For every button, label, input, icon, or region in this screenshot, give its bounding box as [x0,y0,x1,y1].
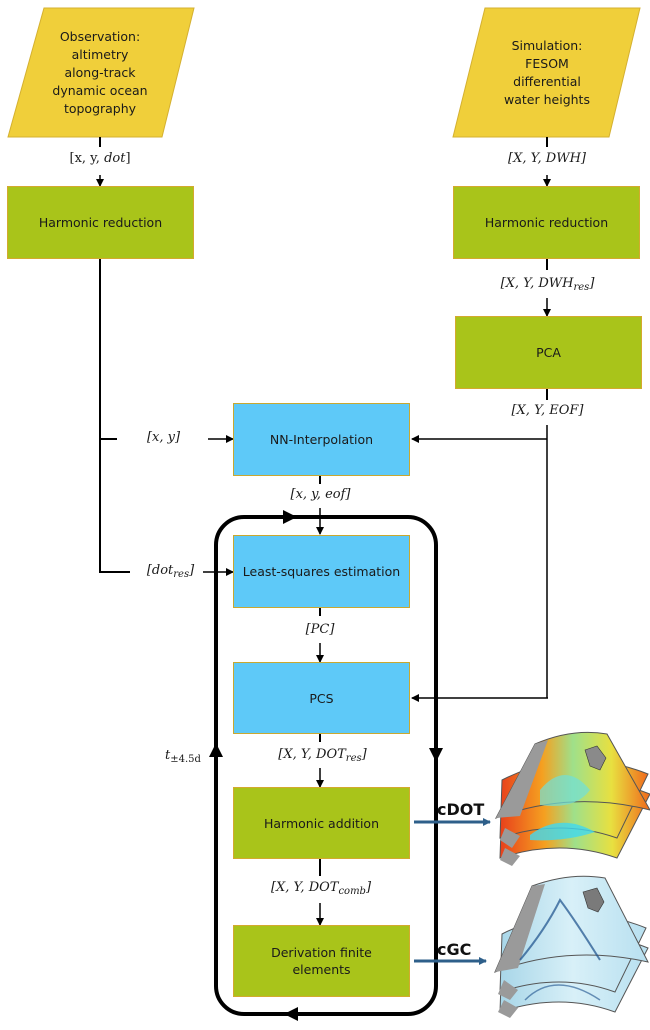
cdot-land-lower [500,828,520,866]
observation-line: altimetry [71,47,129,62]
label-XY-DWH-res: [X, Y, DWHres] [490,276,605,293]
simulation-line: differential [513,74,581,89]
label-sub: res [345,753,362,764]
box-label: PCS [309,690,334,706]
loop-arrow-top [283,510,297,524]
label-part: y [90,151,96,166]
harmonic-reduction-obs-box: Harmonic reduction [7,186,194,259]
label-sub: ±4.5d [170,754,201,765]
label-part: ] [365,880,372,895]
svalbard-island [582,887,605,913]
label-sub: res [573,282,590,293]
cgc-output-label: cGC [437,940,472,959]
cdot-map-stack [494,731,650,866]
label-xy-eof: [x, y, eof] [278,487,363,502]
label-sub: res [173,569,190,580]
label-xy: [x, y] [136,430,191,445]
box-label: elements [292,962,351,977]
simulation-input-shape [452,7,641,138]
box-label: Harmonic reduction [38,215,163,230]
label-XY-DWH: [X, Y, DWH] [497,151,597,166]
loop-arrow-right [429,748,443,762]
observation-line: along-track [64,65,136,80]
box-label: Least-squares estimation [242,564,401,579]
least-squares-box: Least-squares estimation [233,535,410,608]
box-label: PCA [536,345,561,360]
loop-arrow-left [209,743,223,757]
box-label: Harmonic addition [264,815,379,831]
observation-input-text: Observation: altimetry along-track dynam… [30,28,170,118]
observation-line: dynamic ocean [52,83,148,98]
observation-line: Observation: [59,29,141,44]
loop-arrow-bottom [284,1007,298,1021]
label-part: [X, Y, DWH [500,276,574,291]
cdot-land [496,740,548,818]
pcs-box: PCS [233,662,410,734]
label-part: [dot [146,563,174,578]
label-dot-res: [dotres] [138,563,203,580]
iteration-loop [214,515,438,1016]
cgc-current-line [519,898,601,961]
label-part: ] [189,563,195,578]
label-part: [X, Y, DWH] [508,151,586,166]
label-part: t [165,748,171,763]
label-part: x [74,151,82,166]
cdot-center-blue [540,775,590,806]
label-part: [x, y] [146,430,181,445]
label-part: ] [589,276,595,291]
nn-interpolation-box: NN-Interpolation [233,403,410,476]
label-XY-DOT-comb: [X, Y, DOTcomb] [262,880,380,897]
label-XY-EOF: [X, Y, EOF] [500,403,595,418]
label-PC: [PC] [300,622,340,637]
simulation-line: water heights [504,92,590,107]
observation-input-shape [7,7,195,138]
box-label: Harmonic reduction [484,215,609,230]
derivation-finite-elements-box: Derivation finite elements [233,925,410,997]
label-part: [x, y, eof] [290,487,351,502]
cgc-map-stack [494,875,649,1018]
cgc-current-line [524,984,601,1001]
label-sub: comb [338,886,366,897]
simulation-line: Simulation: [511,38,583,53]
pca-box: PCA [455,316,642,389]
label-xy-dot: [x, y, dot] [60,151,140,166]
box-label: Derivation finite [271,945,372,960]
label-time-window: t±4.5d [165,748,201,765]
simulation-input-text: Simulation: FESOM differential water hei… [477,37,617,109]
label-part: , [95,151,105,166]
label-part: [X, Y, DOT [270,880,339,895]
svalbard-island [584,745,607,771]
label-part: [X, Y, EOF] [511,403,584,418]
observation-line: topography [63,101,137,116]
box-label: NN-Interpolation [269,432,374,447]
label-part: ] [125,151,131,166]
harmonic-addition-box: Harmonic addition [233,787,410,859]
label-part: [X, Y, DOT [278,747,346,762]
label-part: ] [361,747,367,762]
simulation-line: FESOM [525,56,569,71]
cdot-center-blue-2 [530,822,595,841]
label-XY-DOT-res: [X, Y, DOTres] [270,747,375,764]
cdot-output-label: cDOT [437,800,485,819]
cgc-land [495,884,545,972]
harmonic-reduction-sim-box: Harmonic reduction [453,186,640,259]
label-part: dot [104,151,126,166]
label-part: [ [69,151,75,166]
label-part: , [81,151,91,166]
cgc-land-lower [498,980,518,1018]
label-part: [PC] [305,622,335,637]
